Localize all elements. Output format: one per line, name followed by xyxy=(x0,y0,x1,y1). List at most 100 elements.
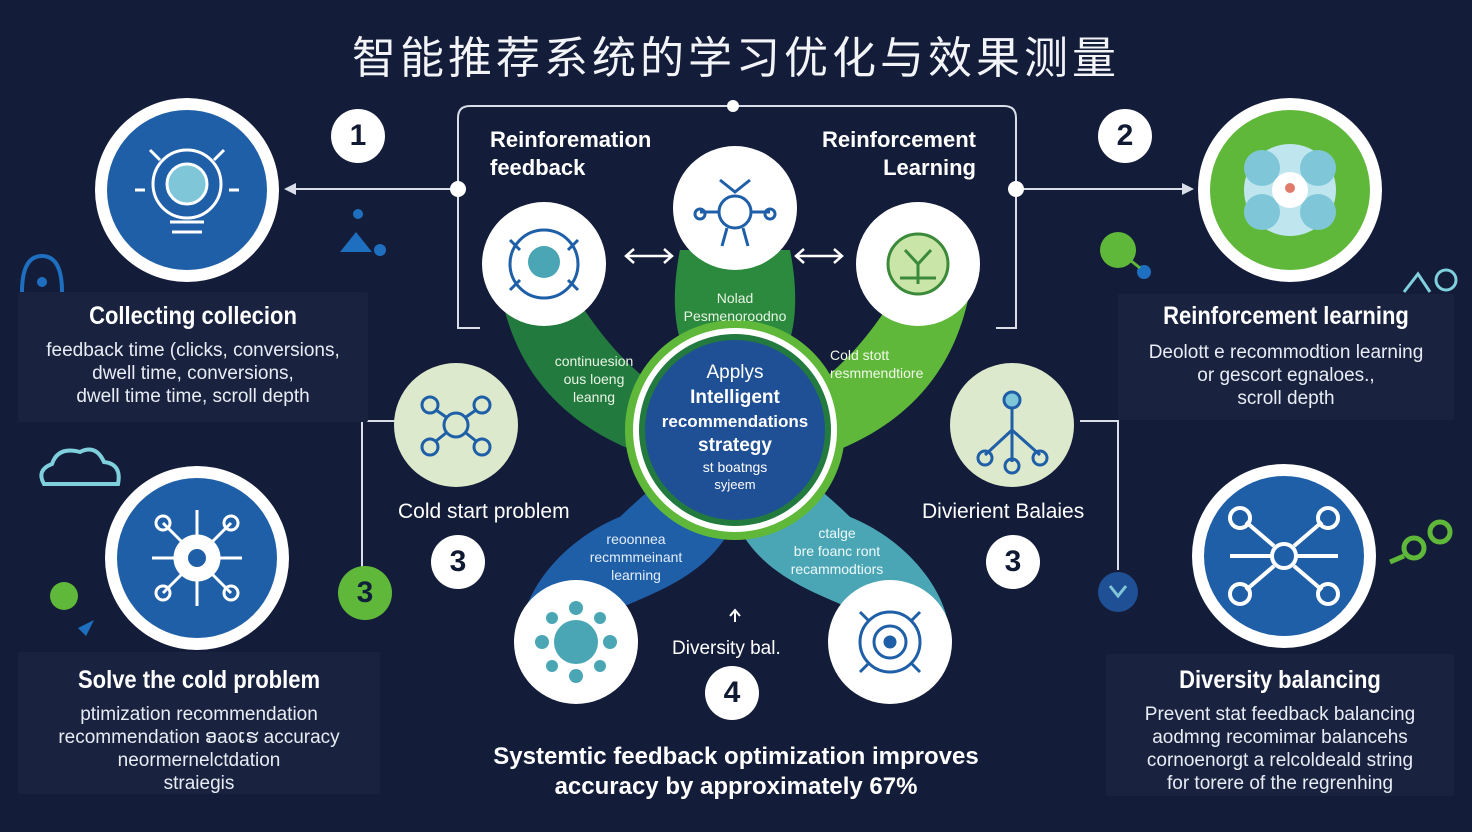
label-diversity-bal: Diversity bal. xyxy=(672,638,781,659)
virus-icon xyxy=(535,601,617,683)
panel-top-left-title: Collecting collecion xyxy=(89,302,297,330)
top-left-label-line1: Reinforemation xyxy=(490,127,652,152)
panel-top-right-body: Deolott e recommodtion learning or gesco… xyxy=(1118,341,1454,410)
panel-top-right: Reinforcement learning Deolott e recommo… xyxy=(1118,294,1454,420)
petal-top-line1: Nolad xyxy=(716,290,754,306)
core-blue-disk xyxy=(645,340,825,520)
core-line-5: st boatngs xyxy=(702,459,768,475)
circle-top-center xyxy=(673,146,797,270)
core-line-6: syjeem xyxy=(714,477,756,492)
petal-left-line2: ous loeng xyxy=(563,371,625,387)
summary-line2: accuracy by approximately 67% xyxy=(554,773,918,800)
leaf-node-icon xyxy=(50,582,94,636)
panel-top-left: Collecting collecion feedback time (clic… xyxy=(18,292,368,422)
label-cold-start: Cold start problem xyxy=(398,500,570,523)
top-right-label: Reinforcement Learning xyxy=(796,126,976,182)
core-text-block: Applys Intelligent recommendations strat… xyxy=(650,360,820,494)
top-left-label-line2: feedback xyxy=(490,155,586,180)
bracket-node-right xyxy=(1008,181,1024,197)
panel-bottom-left-line1: ptimization recommendation xyxy=(80,704,318,725)
panel-bottom-right-line1: Prevent stat feedback balancing xyxy=(1144,704,1416,725)
petal-bottom-right-line2: bre foanc ront xyxy=(793,543,881,559)
panel-bottom-left-line4: straiegis xyxy=(163,773,235,794)
petal-bottom-left-line3: learning xyxy=(611,567,661,583)
link-icon xyxy=(1402,268,1458,293)
petal-bottom-right-text: ctalge bre foanc ront recammodtiors xyxy=(780,524,894,578)
petal-right-text: Cold stott resmmendtiore xyxy=(830,346,942,382)
gear-network-icon xyxy=(152,510,242,606)
top-right-label-line2: Learning xyxy=(883,155,976,180)
arch-icon xyxy=(20,253,64,293)
sprout-icon xyxy=(340,209,386,256)
petal-bottom-left-line1: reoonnea xyxy=(606,531,666,547)
petal-left-line1: continuesion xyxy=(554,353,634,369)
panel-top-left-line2: dwell time, conversions, xyxy=(92,363,294,384)
panel-bottom-left-body: ptimization recommendation recommendatio… xyxy=(18,703,380,795)
core-line-2: Intelligent xyxy=(690,387,780,408)
step-number-3-green: 3 xyxy=(338,566,392,620)
step-number-2: 2 xyxy=(1098,109,1152,163)
panel-top-right-line1: Deolott e recommodtion learning xyxy=(1148,342,1424,363)
panel-bottom-right-line4: for torere of the regrenhing xyxy=(1166,773,1394,794)
page-title: 智能推荐系统的学习优化与效果测量 xyxy=(352,33,1120,84)
core-line-1: Applys xyxy=(706,362,764,383)
petal-bottom-right-line1: ctalge xyxy=(818,525,856,541)
up-arrow-diversity xyxy=(729,608,741,622)
arrow-right-head xyxy=(1182,183,1194,195)
petal-right-line2: resmmendtiore xyxy=(830,365,924,381)
panel-bottom-right-body: Prevent stat feedback balancing aodmng r… xyxy=(1106,703,1454,795)
panel-top-right-line3: scroll depth xyxy=(1237,388,1335,409)
petal-bottom-right-line3: recammodtiors xyxy=(790,561,884,577)
cloud-icon xyxy=(39,447,121,486)
step-number-1: 1 xyxy=(331,109,385,163)
seed-icon xyxy=(1098,572,1138,612)
flower-network-icon xyxy=(1244,144,1336,236)
bracket-node-left xyxy=(450,181,466,197)
top-right-label-line1: Reinforcement xyxy=(821,127,976,152)
label-divergent-balance: Divierient Balaies xyxy=(922,500,1085,523)
hub-network-icon xyxy=(1228,506,1340,606)
summary-line1: Systemtic feedback optimization improves xyxy=(493,743,979,770)
corner-circle-br xyxy=(1204,476,1364,636)
panel-top-right-line2: or gescort egnaloes., xyxy=(1197,365,1375,386)
bracket-node-top xyxy=(727,100,739,112)
gear-circuit-icon xyxy=(858,610,922,674)
panel-top-right-title: Reinforcement learning xyxy=(1163,302,1409,330)
robot-icon xyxy=(693,178,777,247)
step-number-4: 4 xyxy=(705,666,759,720)
step-number-3-left: 3 xyxy=(431,535,485,589)
arrow-left-head xyxy=(284,183,296,195)
petal-bottom-left-line2: recmmmeinant xyxy=(589,549,683,565)
petal-top-text: Nolad Pesmenoroodno xyxy=(680,289,790,325)
panel-bottom-right-title: Diversity balancing xyxy=(1179,666,1381,694)
summary-text: Systemtic feedback optimization improves… xyxy=(436,742,1036,802)
double-arrow-left xyxy=(624,248,674,264)
petal-left-text: continuesion ous loeng leanng xyxy=(544,352,644,406)
plant-network-icon xyxy=(886,232,950,296)
panel-bottom-left: Solve the cold problem ptimization recom… xyxy=(18,652,380,794)
petal-right-line1: Cold stott xyxy=(830,347,890,363)
petal-left-line3: leanng xyxy=(572,389,616,405)
brain-circuit-icon xyxy=(508,228,580,300)
molecule-icon-left xyxy=(420,395,492,457)
panel-bottom-left-line2: recommendation ອaoເຮ accuracy xyxy=(58,727,340,748)
panel-bottom-left-title: Solve the cold problem xyxy=(77,666,321,694)
panel-top-left-line3: dwell time time, scroll depth xyxy=(76,386,310,407)
molecule-icon-right xyxy=(976,390,1049,475)
step-number-3-right: 3 xyxy=(986,535,1040,589)
panel-bottom-right: Diversity balancing Prevent stat feedbac… xyxy=(1106,654,1454,796)
chain-icon xyxy=(1389,519,1453,565)
double-arrow-right xyxy=(794,248,844,264)
panel-top-left-body: feedback time (clicks, conversions, dwel… xyxy=(18,339,368,408)
panel-top-left-line1: feedback time (clicks, conversions, xyxy=(46,340,340,361)
lamp-icon xyxy=(135,148,239,234)
dot-node-icon xyxy=(1100,232,1151,279)
top-left-label: Reinforemation feedback xyxy=(490,126,651,182)
core-line-4: strategy xyxy=(698,435,772,456)
panel-bottom-right-line2: aodmng recomimar balancehs xyxy=(1152,727,1408,748)
panel-bottom-left-line3: neormernelctdation xyxy=(117,750,281,771)
petal-top-line2: Pesmenoroodno xyxy=(683,308,787,324)
top-bracket-connector xyxy=(288,105,1190,329)
